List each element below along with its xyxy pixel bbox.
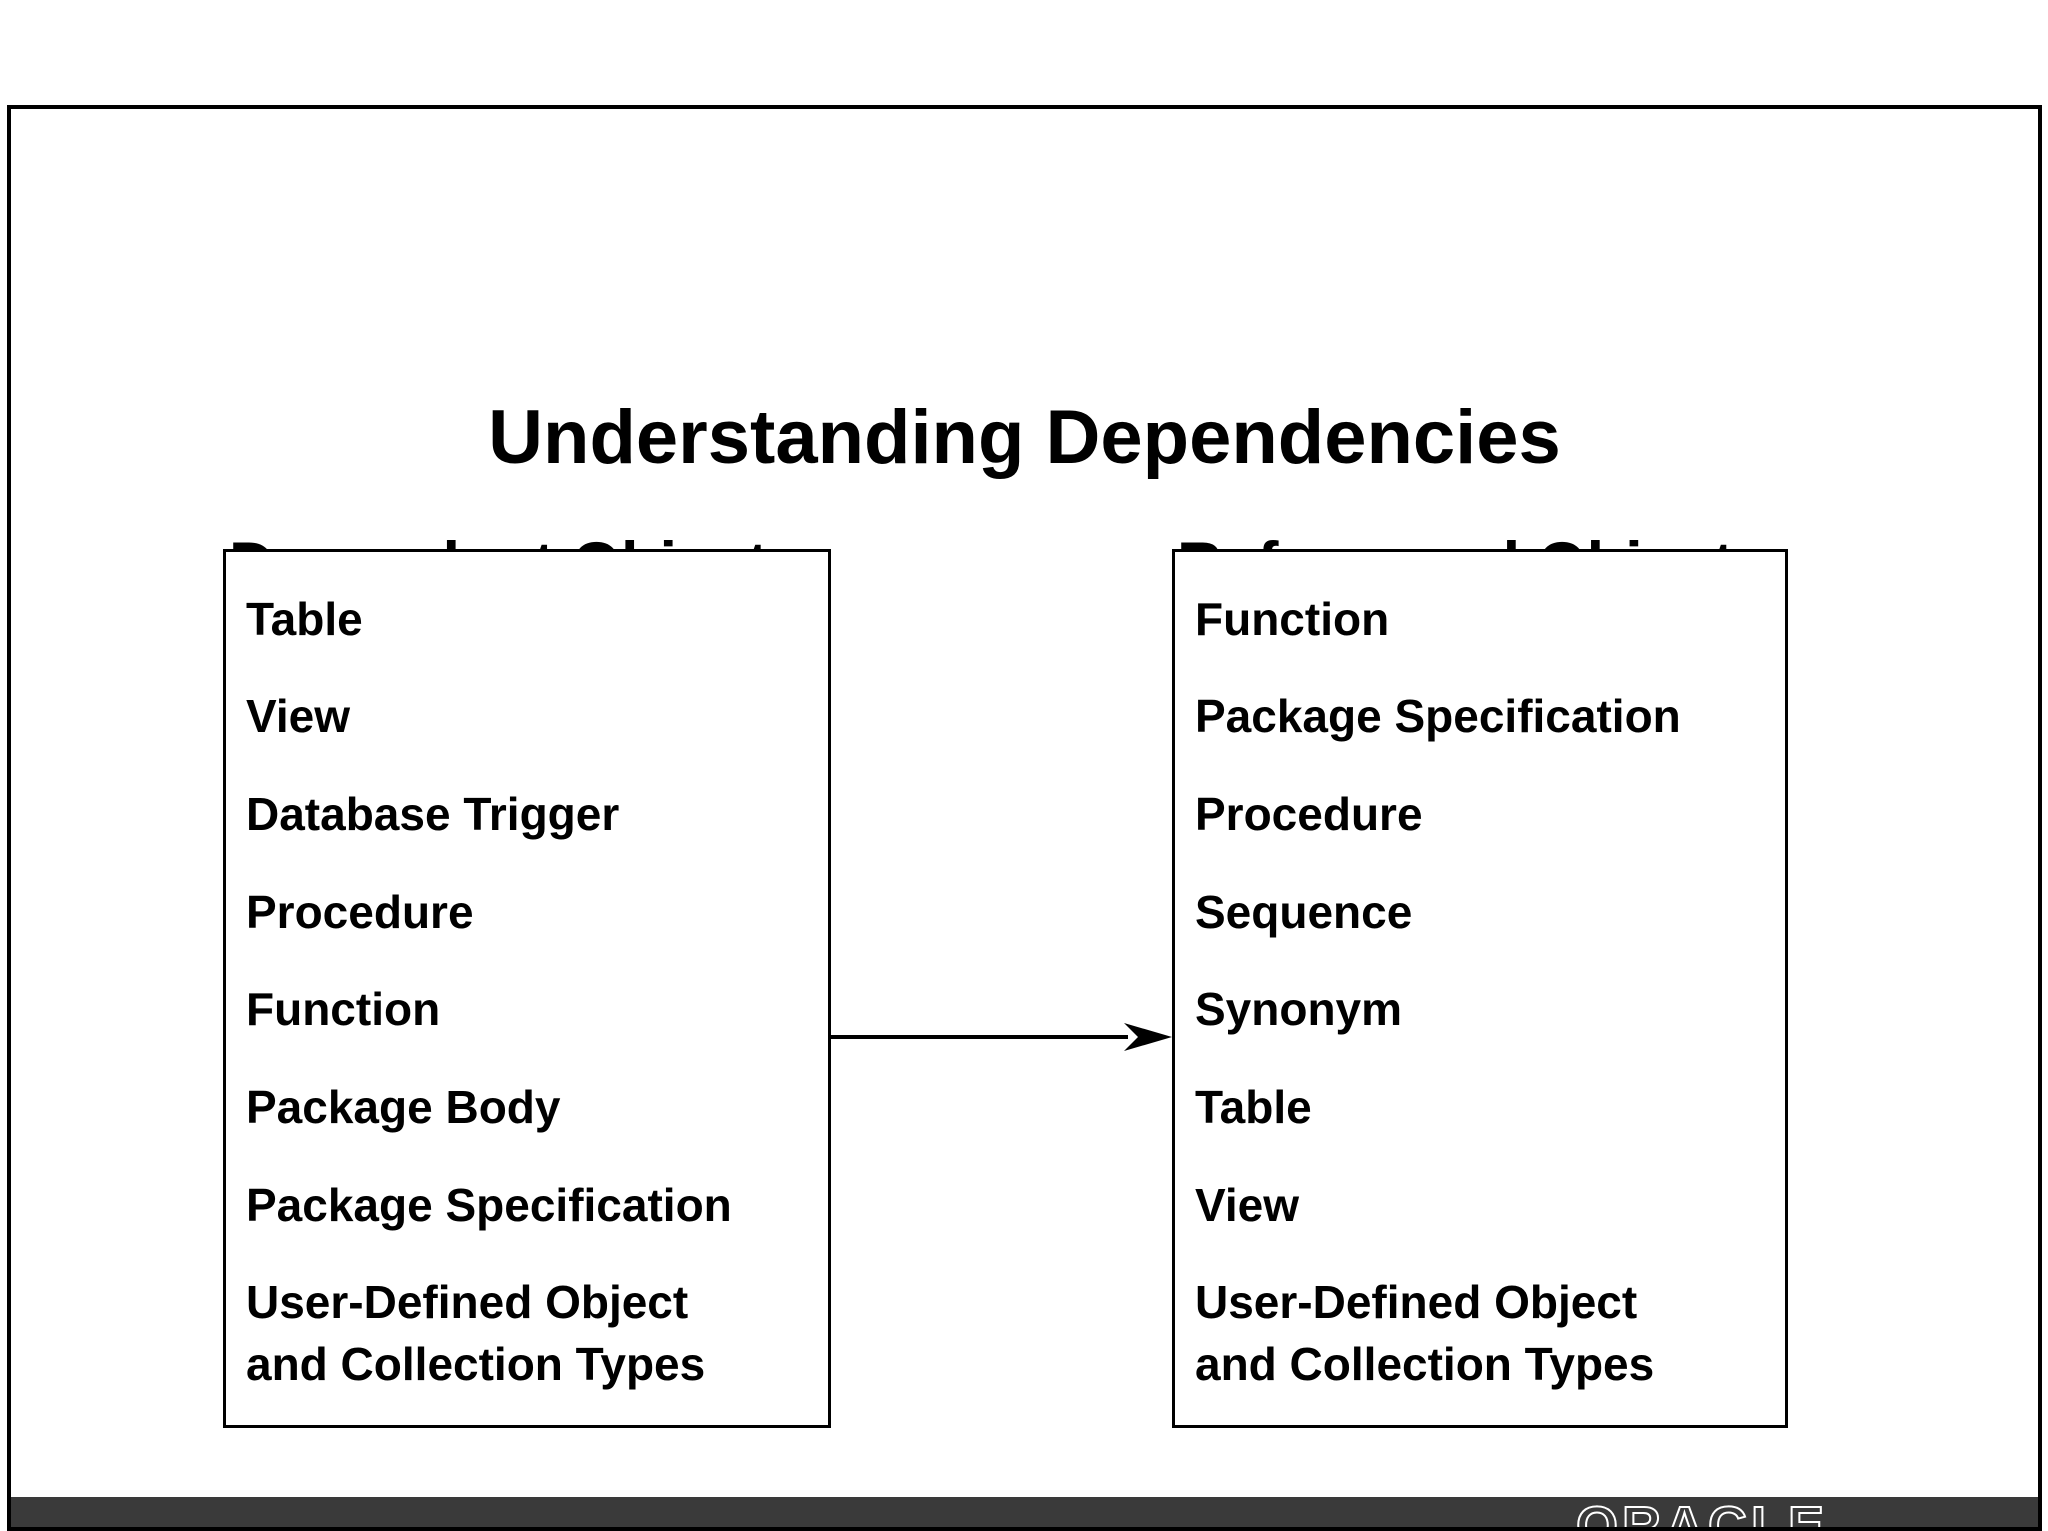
slide-frame: Understanding Dependencies Dependent Obj… bbox=[7, 105, 2042, 1531]
arrowhead bbox=[1124, 1023, 1172, 1051]
footer-bar: ORACLE bbox=[11, 1497, 2038, 1527]
dependent-item: Package Body bbox=[246, 1081, 561, 1133]
dependent-item: Database Trigger bbox=[246, 788, 620, 840]
referenced-objects-box: Function Package Specification Procedure… bbox=[1172, 549, 1788, 1428]
referenced-item: Table bbox=[1195, 1081, 1312, 1133]
referenced-item: Function bbox=[1195, 593, 1390, 645]
referenced-item: Synonym bbox=[1195, 983, 1403, 1035]
referenced-item: View bbox=[1195, 1179, 1299, 1231]
referenced-item: and Collection Types bbox=[1195, 1338, 1655, 1390]
dependent-item: Procedure bbox=[246, 886, 474, 938]
dependency-arrow bbox=[828, 1023, 1172, 1051]
oracle-logo: ORACLE bbox=[1575, 1496, 1828, 1531]
dependent-objects-box: Table View Database Trigger Procedure Fu… bbox=[223, 549, 831, 1428]
dependent-item: and Collection Types bbox=[246, 1338, 706, 1390]
referenced-item: Sequence bbox=[1195, 886, 1413, 938]
dependent-item: Function bbox=[246, 983, 441, 1035]
referenced-item: Package Specification bbox=[1195, 690, 1681, 742]
dependent-item: Table bbox=[246, 593, 363, 645]
slide-title: Understanding Dependencies bbox=[488, 394, 1561, 480]
dependent-item: View bbox=[246, 690, 350, 742]
referenced-item: User-Defined Object bbox=[1195, 1276, 1638, 1328]
dependent-item: User-Defined Object bbox=[246, 1276, 689, 1328]
dependent-item: Package Specification bbox=[246, 1179, 732, 1231]
referenced-item: Procedure bbox=[1195, 788, 1423, 840]
